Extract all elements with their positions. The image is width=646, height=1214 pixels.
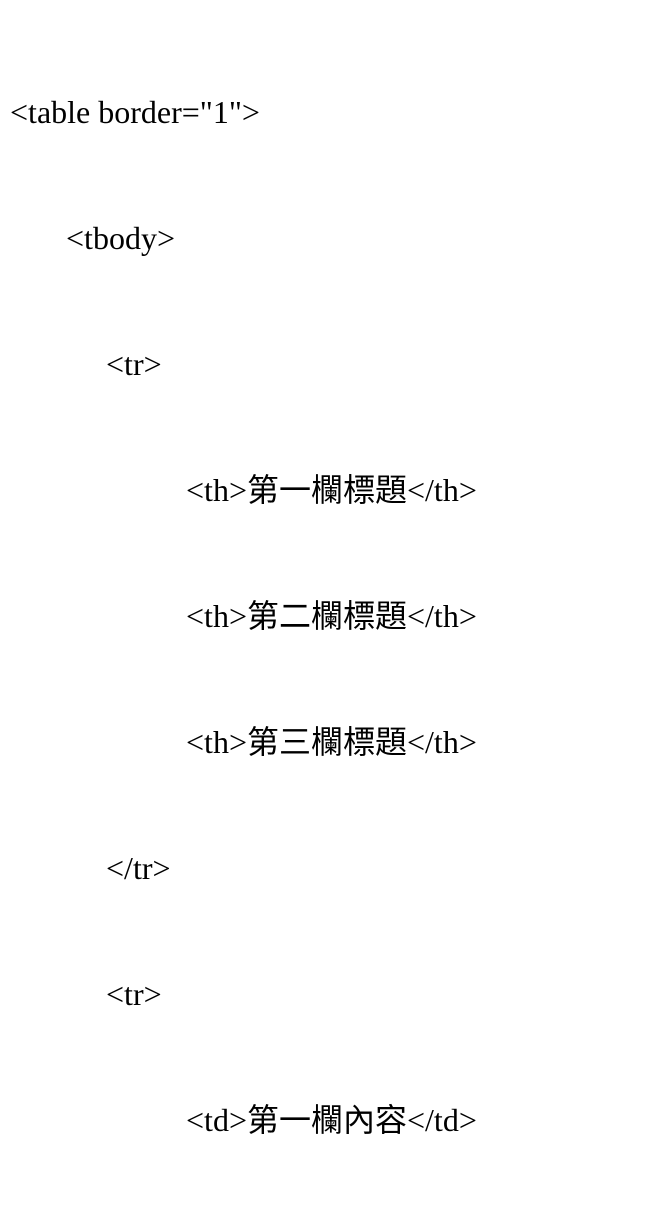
code-line-td-1: <td>第一欄內容</td> xyxy=(10,1102,477,1138)
code-line-tr-open-1: <tr> xyxy=(10,346,162,382)
code-line-tr-open-2: <tr> xyxy=(10,976,162,1012)
code-line-tr-close-1: </tr> xyxy=(10,850,171,886)
code-line-tbody-open: <tbody> xyxy=(10,220,175,256)
code-line-th-2: <th>第二欄標題</th> xyxy=(10,598,477,634)
code-line-table-open: <table border="1"> xyxy=(10,94,260,130)
code-line-th-1: <th>第一欄標題</th> xyxy=(10,472,477,508)
code-line-th-3: <th>第三欄標題</th> xyxy=(10,724,477,760)
